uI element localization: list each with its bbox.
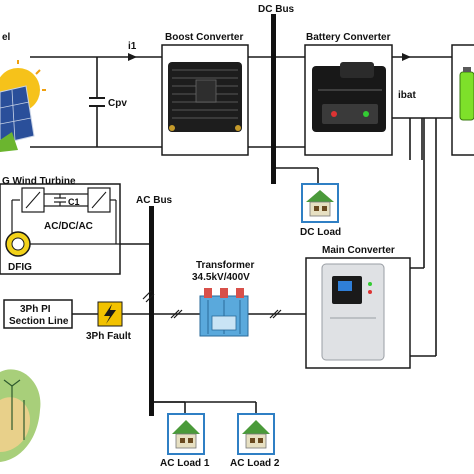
boost-converter-label: Boost Converter bbox=[165, 32, 243, 43]
main-converter-label: Main Converter bbox=[322, 245, 395, 256]
ac-load-2-label: AC Load 2 bbox=[230, 458, 280, 469]
ac-load-1-label: AC Load 1 bbox=[160, 458, 210, 469]
battery-converter bbox=[304, 44, 393, 156]
fault-block bbox=[97, 301, 123, 327]
transformer-label: Transformer bbox=[196, 260, 254, 271]
pi-section-line-box bbox=[3, 299, 73, 329]
fault-label: 3Ph Fault bbox=[86, 331, 132, 342]
dc-bus-label: DC Bus bbox=[258, 4, 295, 15]
lightning-icon bbox=[104, 304, 116, 324]
acdcac-label: AC/DC/AC bbox=[44, 221, 93, 232]
main-converter bbox=[305, 257, 411, 369]
three-phase-marks bbox=[142, 290, 282, 319]
dc-load bbox=[301, 183, 339, 223]
pv-panel bbox=[0, 60, 46, 152]
ibat-arrow bbox=[402, 53, 411, 61]
ac-bus-label: AC Bus bbox=[136, 195, 173, 206]
ac-bus bbox=[149, 206, 154, 416]
boost-converter bbox=[161, 44, 249, 156]
i1-label: i1 bbox=[128, 41, 137, 52]
ac-load-2 bbox=[237, 413, 275, 455]
pi-section-line-label-1: 3Ph PI bbox=[20, 304, 51, 315]
wind-turbine-block bbox=[0, 183, 121, 275]
pv-panel-label: el bbox=[2, 32, 11, 43]
cpv-label: Cpv bbox=[108, 98, 127, 109]
wind-turbine-label: G Wind Turbine bbox=[2, 176, 76, 187]
ac-load-1 bbox=[167, 413, 205, 455]
c1-label: C1 bbox=[68, 197, 80, 207]
ibat-label: ibat bbox=[398, 90, 416, 101]
pi-section-line-label-2: Section Line bbox=[9, 316, 69, 327]
cpv-capacitor bbox=[89, 97, 105, 107]
battery bbox=[451, 44, 474, 156]
dfig-label: DFIG bbox=[8, 262, 32, 273]
dc-load-label: DC Load bbox=[300, 227, 341, 238]
wind-farm-illustration bbox=[0, 369, 41, 462]
transformer-rating-label: 34.5kV/400V bbox=[192, 272, 250, 283]
transformer bbox=[199, 288, 249, 337]
i1-arrow bbox=[128, 53, 137, 61]
dc-bus bbox=[271, 14, 276, 184]
battery-converter-label: Battery Converter bbox=[306, 32, 391, 43]
